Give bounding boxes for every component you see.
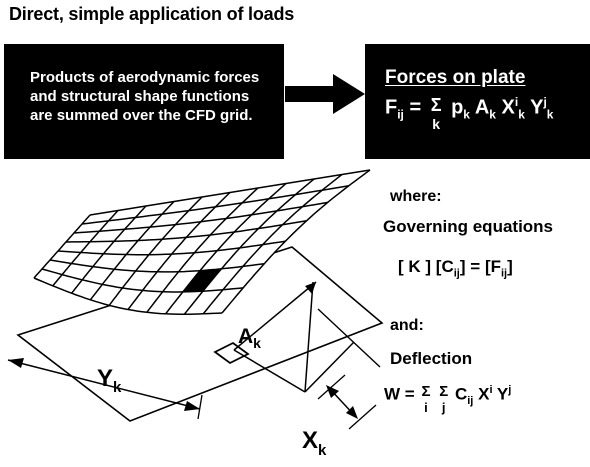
- summary-line-3: are summed over the CFD grid.: [30, 107, 253, 124]
- x-k-label: Xk: [302, 427, 327, 459]
- page-title: Direct, simple application of loads: [9, 4, 295, 24]
- grid-line-v: [89, 200, 175, 301]
- area-element-ak: [213, 341, 250, 365]
- flow-arrow-icon: [285, 74, 365, 114]
- grid-line-v: [71, 205, 147, 294]
- grid-line-v: [108, 196, 203, 306]
- surface-fill: [34, 170, 370, 315]
- summation-j: Σ j: [439, 383, 449, 415]
- force-vector-vertical: [304, 281, 314, 393]
- summary-line-1: Products of aerodynamic forces: [30, 69, 260, 86]
- a-k-label: Ak: [238, 325, 261, 351]
- force-vector-flat: [304, 341, 355, 393]
- grid-line-v: [33, 214, 91, 279]
- deformed-surface-grid: [33, 169, 371, 315]
- grid-line-v: [221, 169, 371, 314]
- summation-i: Σ i: [421, 383, 431, 415]
- force-vector-right: [233, 349, 306, 393]
- grid-line-v: [202, 173, 343, 315]
- highlighted-panel: [182, 268, 222, 292]
- y-dimension-line: [7, 359, 201, 410]
- plate-diagram: Yk Xk Ak: [7, 169, 384, 459]
- x-extension-line-a: [317, 374, 346, 400]
- forces-on-plate-title: Forces on plate: [385, 67, 526, 88]
- deflection-equation: W = Σ i Σ j Cij Xi Yj: [384, 383, 512, 415]
- summation-symbol: Σ k: [430, 95, 442, 132]
- governing-equation: [ K ] [Cij] = [Fij]: [398, 257, 513, 280]
- and-label: and:: [390, 317, 424, 334]
- x-arrowhead-lower: [346, 406, 358, 419]
- grid-line-v: [146, 187, 259, 313]
- aerodynamic-summary-text: Products of aerodynamic forces and struc…: [30, 68, 280, 125]
- grid-line-v: [127, 191, 231, 310]
- y-arrowhead-right: [184, 401, 200, 411]
- forces-formula: Fij = Σ k pk Ak Xik Yjk: [385, 95, 554, 132]
- forces-on-plate-box: Forces on plate Fij = Σ k pk Ak Xik Yjk: [365, 44, 590, 159]
- x-extension-line-b: [348, 404, 377, 430]
- aerodynamic-summary-box: Products of aerodynamic forces and struc…: [4, 44, 284, 159]
- y-k-label: Yk: [97, 365, 122, 396]
- grid-line-v: [52, 210, 119, 287]
- where-label: where:: [390, 188, 442, 205]
- summary-line-2: and structural shape functions: [30, 88, 250, 105]
- y-extension-line: [197, 394, 203, 420]
- deflection-label: Deflection: [390, 349, 473, 368]
- deflection-leader-line: [317, 308, 381, 368]
- force-arrowhead-left: [305, 282, 316, 294]
- force-vector-left: [233, 281, 317, 351]
- y-arrowhead-left: [8, 358, 24, 368]
- governing-equations-label: Governing equations: [383, 217, 554, 236]
